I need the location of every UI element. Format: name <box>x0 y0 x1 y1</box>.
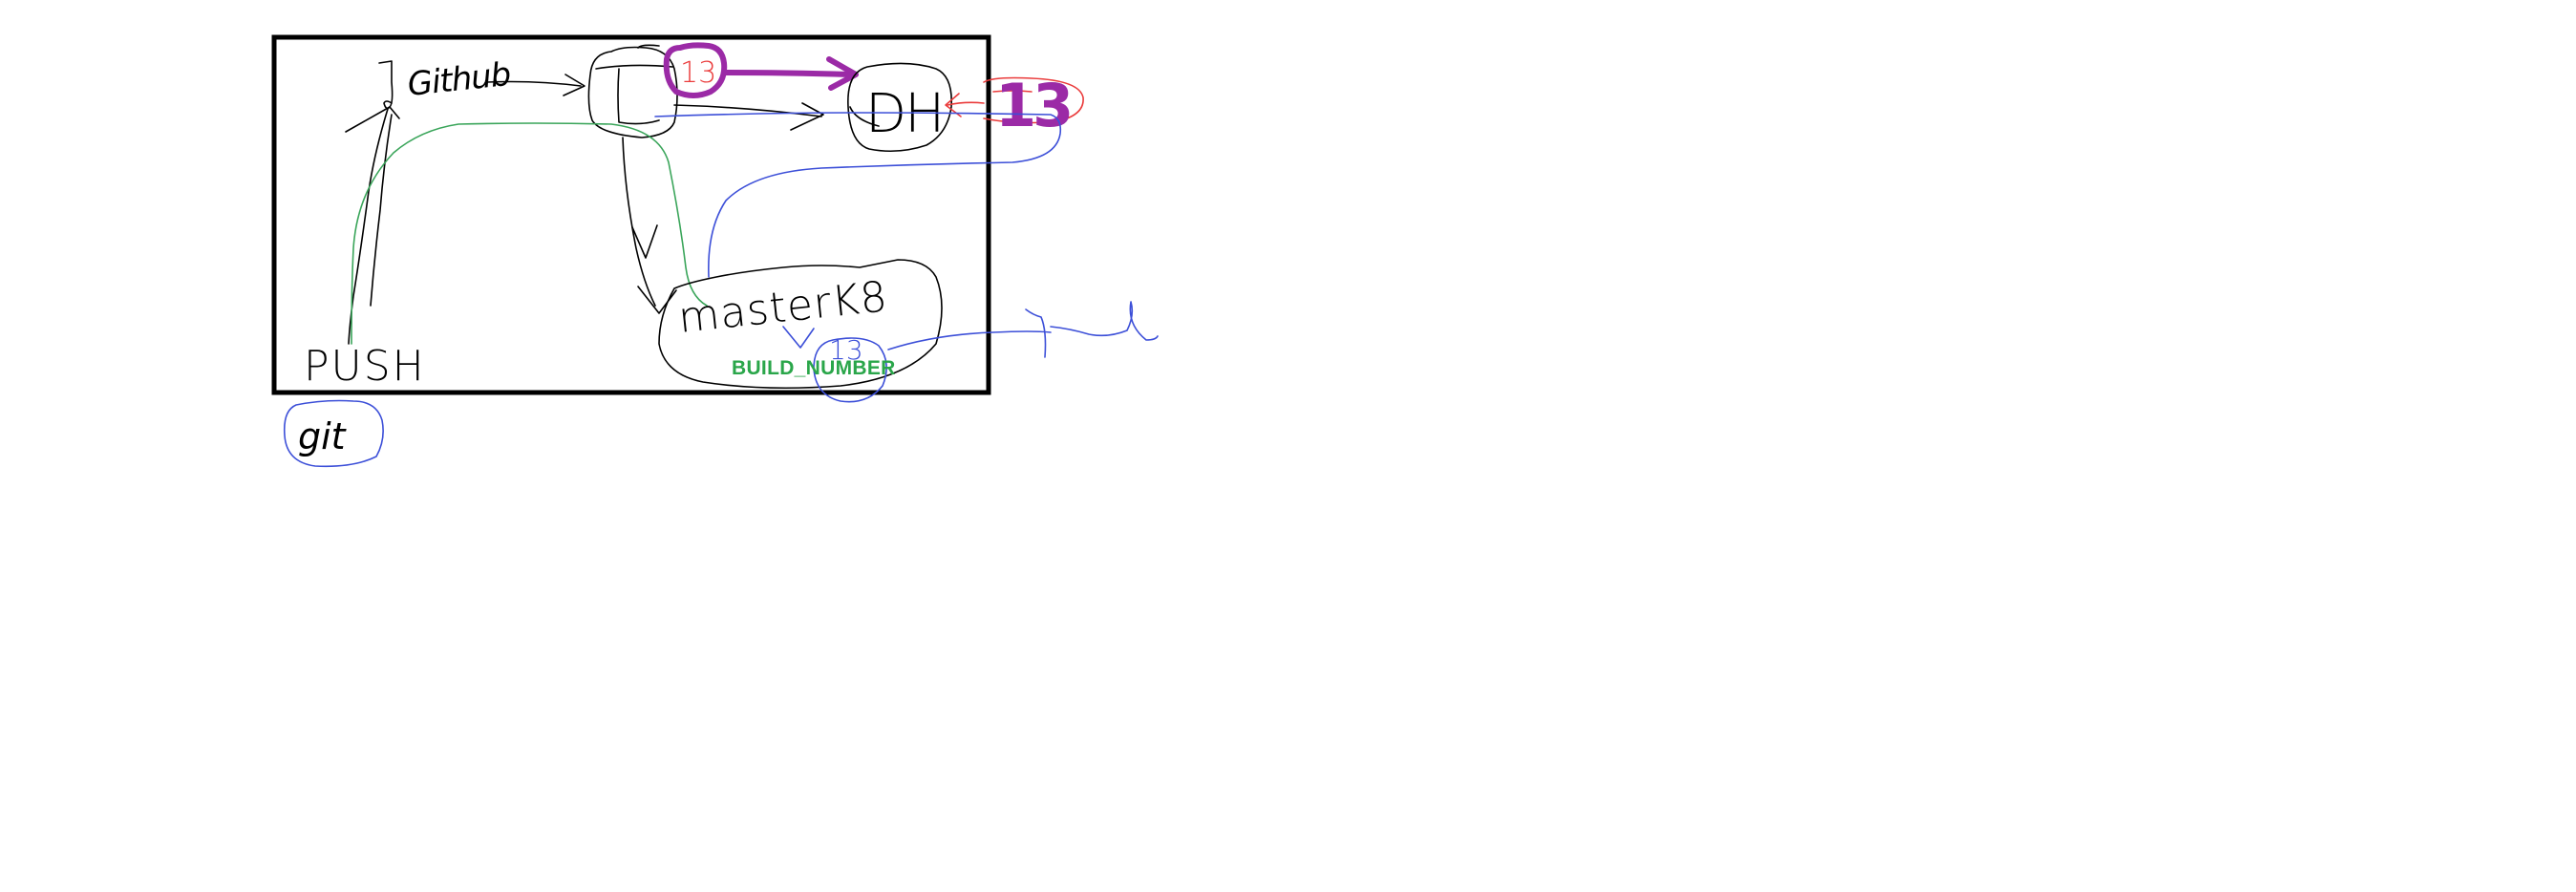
blue-dh-link <box>654 112 1062 278</box>
diagram-frame <box>271 34 991 395</box>
build-number-label: BUILD_NUMBER <box>732 357 896 379</box>
tag-right-number: 13 <box>995 71 1070 140</box>
dockerhub-label: DH <box>865 83 943 145</box>
tag-k8-number: 13 <box>829 334 863 366</box>
master-k8-cloud-icon <box>658 259 943 390</box>
jenkins-to-dh-arrow <box>673 102 824 131</box>
blue-k8-tag-circle <box>782 326 1052 403</box>
dockerhub-box-icon <box>847 62 952 153</box>
developer-icon <box>345 60 400 345</box>
git-label: git <box>298 415 348 457</box>
master-k8-label: masterK8 <box>676 272 890 343</box>
purple-arrow-icon <box>721 56 859 91</box>
jenkins-to-master-arrow <box>622 137 677 314</box>
purple-tag-circle <box>663 42 728 98</box>
yaml-scribble <box>1025 301 1159 358</box>
green-flow-line <box>351 122 708 345</box>
push-label: PUSH <box>304 342 426 391</box>
github-to-jenkins-arrow <box>486 74 585 96</box>
tag-left-number: 13 <box>680 56 716 90</box>
github-label: Github <box>406 55 512 104</box>
git-circle-icon <box>283 399 384 468</box>
